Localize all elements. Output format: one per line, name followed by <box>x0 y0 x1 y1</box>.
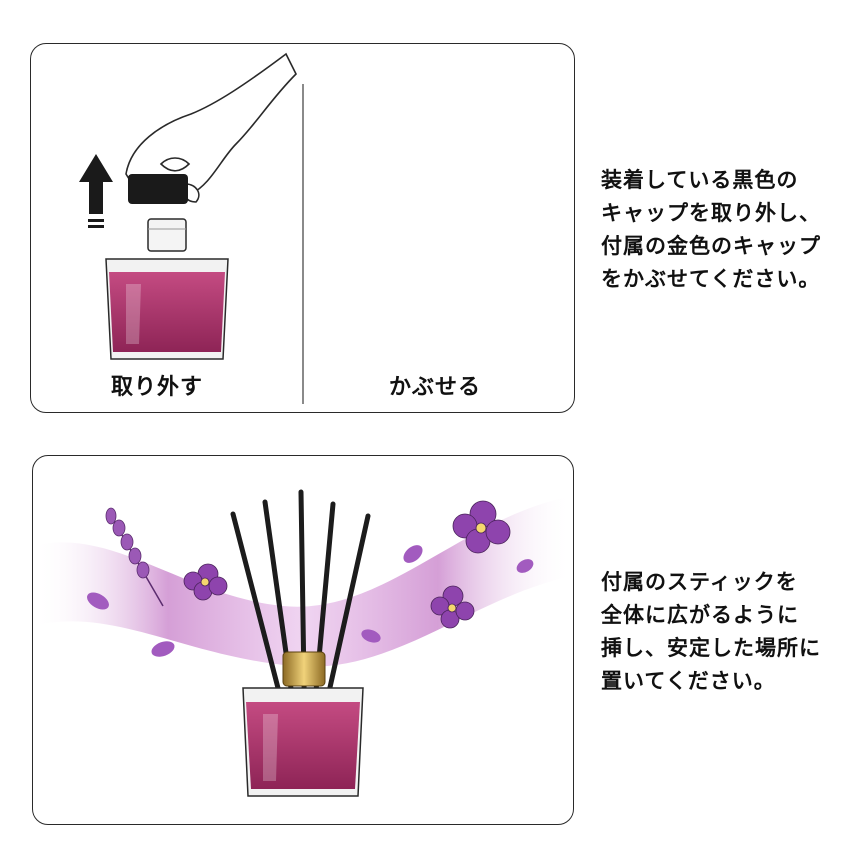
step-label-remove: 取り外す <box>111 374 204 400</box>
flower-icon <box>430 585 475 629</box>
instruction-line: 挿し、安定した場所に <box>601 635 821 660</box>
scent-swirl <box>33 496 573 667</box>
petal-icon <box>87 545 534 657</box>
instructions-cap: 装着している黒色の キャップを取り外し、 付属の金色のキャップ をかぶせてくださ… <box>601 163 821 295</box>
instruction-line: 全体に広がるように <box>601 602 799 627</box>
cap-replacement-illustration <box>79 52 297 360</box>
instruction-line: 付属の金色のキャップ <box>601 233 821 258</box>
lavender-icon <box>105 507 164 607</box>
cap-replacement-panel: 取り外す かぶせる <box>30 43 575 413</box>
black-cap <box>128 174 188 204</box>
arrow-up-icon <box>79 154 113 228</box>
stick-insertion-illustration <box>33 489 573 797</box>
step-label-cover: かぶせる <box>389 374 482 400</box>
diffuser-bottle-icon <box>242 651 364 797</box>
flower-icon <box>183 563 228 601</box>
instruction-line: 付属のスティックを <box>601 569 798 594</box>
instruction-line: 置いてください。 <box>601 668 776 693</box>
instruction-line: をかぶせてください。 <box>601 266 821 291</box>
stick-insertion-panel <box>32 455 574 825</box>
panel-divider <box>302 84 304 404</box>
instruction-line: キャップを取り外し、 <box>601 200 821 225</box>
instructions-sticks: 付属のスティックを 全体に広がるように 挿し、安定した場所に 置いてください。 <box>601 565 821 697</box>
instruction-line: 装着している黒色の <box>601 167 799 192</box>
flower-icon <box>452 500 511 554</box>
diffuser-bottle-icon <box>105 218 229 360</box>
